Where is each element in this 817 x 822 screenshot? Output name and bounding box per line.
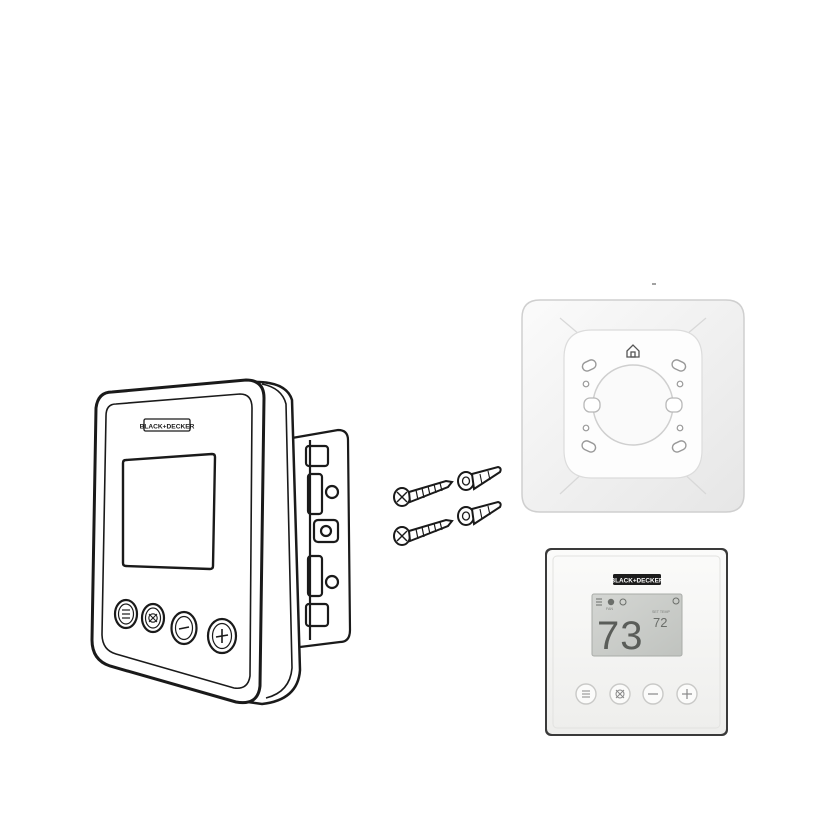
thermostat-photo: BLACK+DECKER FAN SET TEMP 73 72 xyxy=(545,548,728,736)
thermostat-line-drawing: BLACK+DECKER xyxy=(92,380,350,704)
screw xyxy=(394,520,452,545)
photo-plus-button[interactable] xyxy=(677,684,697,704)
photo-brand-logo: BLACK+DECKER xyxy=(610,574,663,585)
fan-button[interactable] xyxy=(142,604,164,632)
brand-logo: BLACK+DECKER xyxy=(140,419,195,431)
photo-menu-button[interactable] xyxy=(576,684,596,704)
menu-button[interactable] xyxy=(115,600,137,628)
wall-anchor xyxy=(458,502,501,525)
mounting-bracket xyxy=(292,430,350,648)
photo-brand-logo-text: BLACK+DECKER xyxy=(610,578,663,585)
minus-button[interactable] xyxy=(172,612,197,644)
photo-lcd: FAN SET TEMP 73 72 xyxy=(592,594,682,658)
lcd-window xyxy=(123,454,215,569)
photo-fan-button[interactable] xyxy=(610,684,630,704)
mounting-hardware xyxy=(394,467,501,545)
lcd-sub-label: FAN xyxy=(606,607,613,611)
lcd-small-label: SET TEMP xyxy=(652,610,670,614)
fan-icon xyxy=(608,599,614,605)
brand-logo-text: BLACK+DECKER xyxy=(140,424,195,431)
wall-anchor xyxy=(458,467,501,490)
photo-minus-button[interactable] xyxy=(643,684,663,704)
plus-button[interactable] xyxy=(208,619,236,653)
lcd-temperature: 73 xyxy=(597,614,644,658)
wall-plate xyxy=(522,284,744,512)
screw xyxy=(394,481,452,506)
lcd-setpoint: 72 xyxy=(653,615,667,630)
